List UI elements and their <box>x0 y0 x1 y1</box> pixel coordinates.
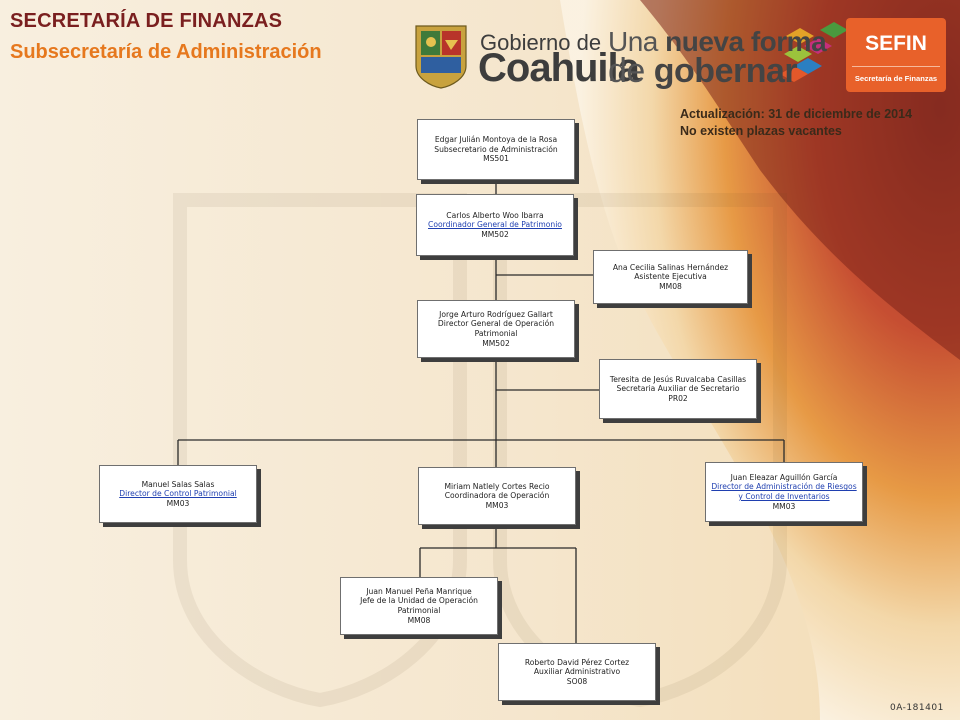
slogan-line2: de gobernar <box>608 52 798 91</box>
org-box-jefe-unidad: Juan Manuel Peña Manrique Jefe de la Uni… <box>340 577 498 635</box>
org-role: Director General de Operación Patrimonia… <box>437 319 555 338</box>
vacancy-note: No existen plazas vacantes <box>680 124 842 138</box>
org-code: MM03 <box>166 498 190 508</box>
slogan-bold2: gobernar <box>653 52 798 90</box>
sefin-logo-rule <box>852 66 940 67</box>
org-code: MM502 <box>481 229 509 239</box>
org-role-link[interactable]: Coordinador General de Patrimonio <box>428 220 562 230</box>
org-box-coordinadora-operacion: Miriam Natlely Cortes Recio Coordinadora… <box>418 467 576 525</box>
org-code: PR02 <box>668 393 688 403</box>
org-role-link[interactable]: Director de Control Patrimonial <box>119 489 237 499</box>
org-role: Secretaria Auxiliar de Secretario <box>616 384 740 394</box>
org-role: Jefe de la Unidad de Operación Patrimoni… <box>360 596 478 615</box>
org-box-coordinador-patrimonio: Carlos Alberto Woo Ibarra Coordinador Ge… <box>416 194 574 256</box>
org-code: MS501 <box>483 154 509 164</box>
org-name: Juan Eleazar Aguillón García <box>730 472 838 482</box>
org-role: Subsecretario de Administración <box>434 144 558 154</box>
org-name: Juan Manuel Peña Manrique <box>366 586 472 596</box>
org-name: Ana Cecilia Salinas Hernández <box>612 262 729 272</box>
page-title: SECRETARÍA DE FINANZAS <box>10 10 283 32</box>
org-box-auxiliar-administrativo: Roberto David Pérez Cortez Auxiliar Admi… <box>498 643 656 701</box>
gobierno-logo-line1: Gobierno de <box>480 30 602 55</box>
org-box-secretaria-auxiliar: Teresita de Jesús Ruvalcaba Casillas Sec… <box>599 359 757 419</box>
org-code: MM08 <box>659 281 682 291</box>
org-name: Carlos Alberto Woo Ibarra <box>446 210 544 220</box>
org-name: Edgar Julián Montoya de la Rosa <box>434 135 558 145</box>
org-code: MM08 <box>407 615 431 625</box>
slogan-pre2: de <box>608 52 654 90</box>
document-code: 0A-181401 <box>890 703 944 713</box>
update-note: Actualización: 31 de diciembre de 2014 <box>680 107 913 121</box>
org-box-director-control: Manuel Salas Salas Director de Control P… <box>99 465 257 523</box>
org-box-subsecretario: Edgar Julián Montoya de la Rosa Subsecre… <box>417 119 575 180</box>
page-subtitle: Subsecretaría de Administración <box>10 41 322 63</box>
org-name: Miriam Natlely Cortes Recio <box>444 481 550 491</box>
slogan-pre1: Una <box>608 26 666 57</box>
org-name: Roberto David Pérez Cortez <box>524 657 630 667</box>
org-box-asistente: Ana Cecilia Salinas Hernández Asistente … <box>593 250 748 304</box>
org-code: MM03 <box>485 500 509 510</box>
org-code: SO08 <box>566 676 588 686</box>
org-code: MM03 <box>772 501 796 511</box>
org-name: Jorge Arturo Rodríguez Gallart <box>439 309 553 319</box>
sefin-logo-name: SEFIN <box>865 32 927 55</box>
org-role: Asistente Ejecutiva <box>634 272 707 282</box>
org-name: Teresita de Jesús Ruvalcaba Casillas <box>609 374 747 384</box>
slogan-line1: Una nueva forma <box>608 26 827 58</box>
org-role: Coordinadora de Operación <box>444 491 550 501</box>
org-name: Manuel Salas Salas <box>141 479 215 489</box>
gobierno-logo-line2: Coahuila <box>478 46 640 90</box>
org-code: MM502 <box>482 338 510 348</box>
slogan-bold1: nueva forma <box>665 26 827 57</box>
sefin-logo: SEFIN Secretaría de Finanzas <box>846 18 946 92</box>
org-box-director-general: Jorge Arturo Rodríguez Gallart Director … <box>417 300 575 358</box>
org-box-director-riesgos: Juan Eleazar Aguillón García Director de… <box>705 462 863 522</box>
sefin-logo-subtitle: Secretaría de Finanzas <box>854 74 938 83</box>
org-role-link[interactable]: Director de Administración de Riesgos y … <box>711 482 857 501</box>
org-role: Auxiliar Administrativo <box>533 667 621 677</box>
